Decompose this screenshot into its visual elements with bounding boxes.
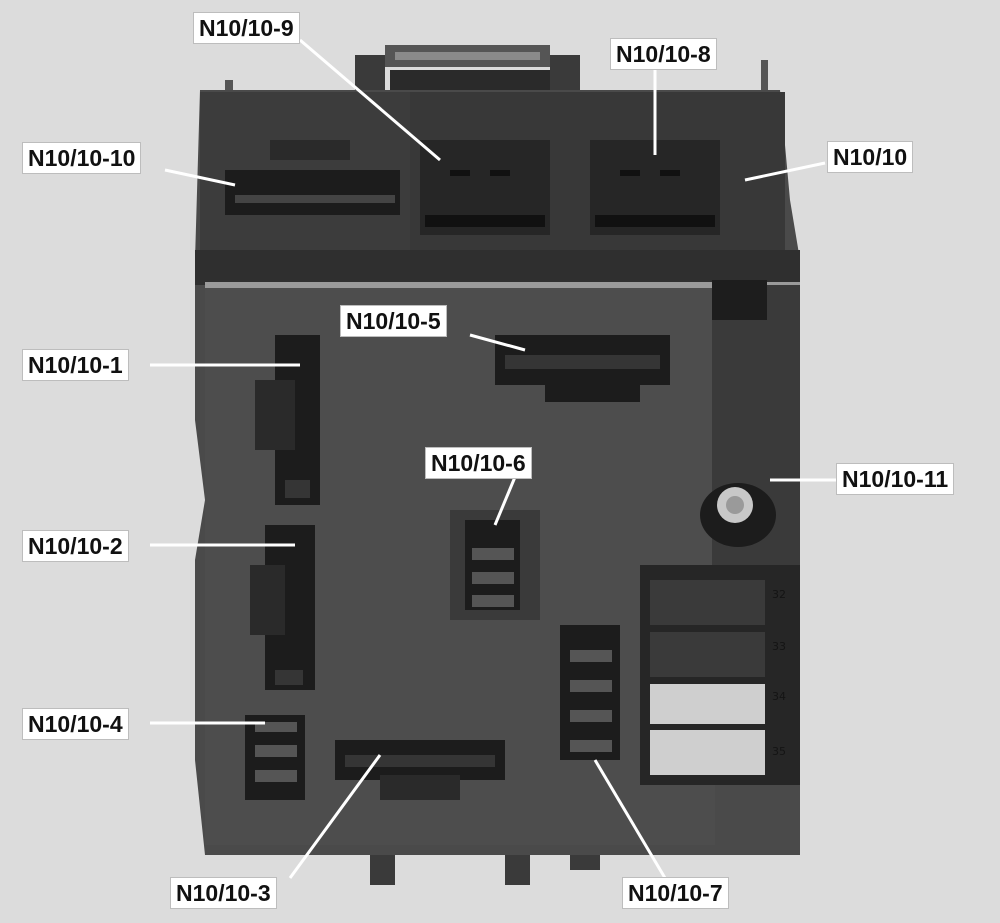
leader-n10-10-3 xyxy=(288,754,382,879)
callout-n10-10-8: N10/10-8 xyxy=(610,38,717,70)
socket-n10-10-8 xyxy=(590,140,720,235)
callout-n10-10-10: N10/10-10 xyxy=(22,142,142,174)
callout-n10-10-5: N10/10-5 xyxy=(340,305,447,337)
relay-n10-10-7 xyxy=(560,625,620,760)
socket-n10-10-2 xyxy=(250,525,315,690)
callout-n10-10-11: N10/10-11 xyxy=(836,463,955,495)
leader-n10-10-6 xyxy=(493,476,517,526)
callout-n10-10-9: N10/10-9 xyxy=(193,12,300,44)
battery-stud-n10-10-11 xyxy=(700,483,776,547)
callout-n10-10-6: N10/10-6 xyxy=(425,447,532,479)
socket-n10-10-5 xyxy=(495,335,670,402)
socket-n10-10-3 xyxy=(335,740,505,800)
leader-n10-10 xyxy=(744,161,826,182)
leader-n10-10-9 xyxy=(299,38,441,162)
bottom-tabs xyxy=(370,855,600,885)
relay-n10-10-6 xyxy=(450,510,540,620)
socket-n10-10-4 xyxy=(245,715,305,800)
callout-n10-10-1: N10/10-1 xyxy=(22,349,129,381)
socket-n10-10-1 xyxy=(255,335,320,505)
callout-n10-10-4: N10/10-4 xyxy=(22,708,129,740)
leader-n10-10-10 xyxy=(164,168,236,187)
callout-n10-10-7: N10/10-7 xyxy=(622,877,729,909)
fuse-34-label: 34 xyxy=(772,690,786,703)
fuse-35-label: 35 xyxy=(772,745,786,758)
fuse-block: 32 33 34 35 xyxy=(640,565,800,785)
leader-lines xyxy=(150,38,837,879)
leader-n10-10-7 xyxy=(593,759,667,879)
socket-n10-10-10 xyxy=(225,140,400,215)
callout-n10-10: N10/10 xyxy=(827,141,914,173)
leader-n10-10-5 xyxy=(469,333,526,352)
fuse-33-label: 33 xyxy=(772,640,786,653)
callout-n10-10-3: N10/10-3 xyxy=(170,877,277,909)
socket-n10-10-9 xyxy=(420,140,550,235)
fuse-32-label: 32 xyxy=(772,588,786,601)
callout-n10-10-2: N10/10-2 xyxy=(22,530,129,562)
